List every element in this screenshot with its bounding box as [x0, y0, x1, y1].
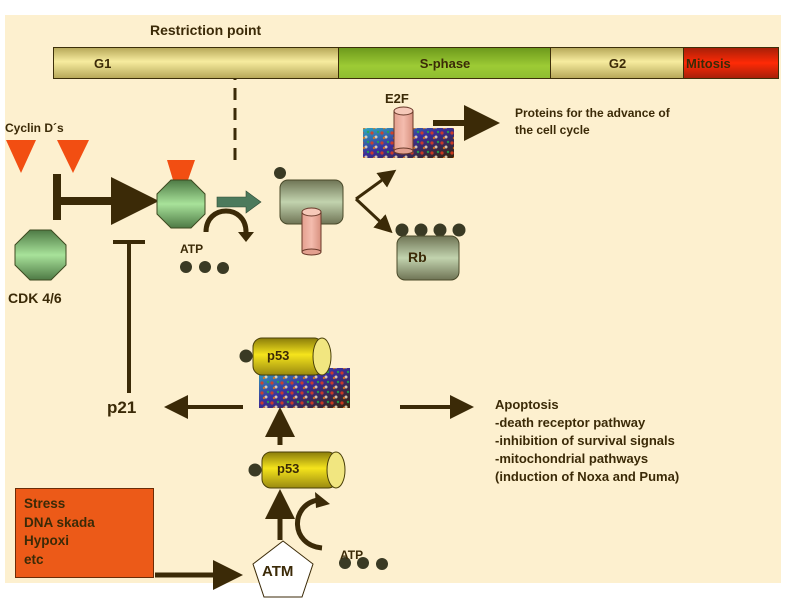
apoptosis-title: Apoptosis [495, 397, 559, 412]
phase-mitosis-label: Mitosis [686, 55, 731, 71]
p53-upper-cap [312, 337, 332, 376]
atm-curved-arrow [295, 497, 323, 551]
p21-label: p21 [107, 398, 137, 417]
atm-atp-dot [339, 557, 351, 569]
p53-lower-cylinder [261, 451, 338, 489]
cdk-octagon [14, 229, 67, 281]
apoptosis-item: (induction of Noxa and Puma) [495, 469, 680, 484]
cdk-label: CDK 4/6 [8, 290, 62, 306]
apoptosis-item: -inhibition of survival signals [495, 433, 675, 448]
e2f-cylinder-top [301, 207, 322, 217]
stress-line: etc [24, 551, 44, 567]
phase-g2-label: G2 [608, 55, 627, 71]
phase-mitosis: Mitosis [683, 47, 779, 79]
e2f-cylinder-bottom [301, 248, 322, 256]
cyclin-d-triangle [6, 140, 36, 173]
stress-line: Stress [24, 496, 66, 511]
p53-lower-phosphate-dot [248, 463, 262, 477]
atp-phosphate-dot [217, 262, 229, 274]
atp-phosphate-dot [199, 261, 211, 273]
proteins-line: the cell cycle [515, 123, 590, 137]
e2f-label: E2F [385, 91, 409, 106]
e2f-cylinder [301, 211, 322, 253]
stress-line: DNA skada [24, 514, 95, 530]
proteins-line: Proteins for the advance of [515, 106, 670, 120]
atp-curved-arrow [203, 208, 249, 233]
rb-phosphate-dot [452, 223, 466, 237]
e2f-bound-cylinder [393, 110, 414, 152]
p53-upper-label: p53 [267, 348, 290, 363]
stress-box: Stress DNA skada Hypoxi etc [15, 488, 154, 578]
phase-g1-label: G1 [94, 55, 112, 71]
atm-atp-dot [376, 558, 388, 570]
rb-phosphate-dot [395, 223, 409, 237]
e2f-bound-bottom [393, 147, 414, 155]
cyclin-d-triangle [57, 140, 89, 173]
cdk-complex-octagon [156, 179, 206, 229]
atm-atp-dot [357, 557, 369, 569]
atp-label-top: ATP [180, 242, 204, 256]
phase-g2: G2 [550, 47, 685, 79]
p53-lower-cap [326, 451, 346, 489]
atm-label: ATM [262, 563, 294, 580]
restriction-point-label: Restriction point [150, 22, 262, 38]
apoptosis-item: -death receptor pathway [495, 415, 646, 430]
phase-g1: G1 [53, 47, 340, 79]
p53-phosphate-dot [239, 349, 253, 363]
atp-phosphate-dot [180, 261, 192, 273]
p53-lower-label: p53 [277, 461, 300, 476]
proteins-text: Proteins for the advance of the cell cyc… [515, 105, 670, 139]
stress-line: Hypoxi [24, 533, 70, 548]
rb-label: Rb [408, 249, 427, 265]
cyclin-label: Cyclin D´s [5, 121, 64, 135]
apoptosis-text: Apoptosis -death receptor pathway -inhib… [495, 396, 679, 486]
apoptosis-item: -mitochondrial pathways [495, 451, 649, 466]
rb-phosphate-dot [414, 223, 428, 237]
e2f-bound-top [393, 106, 414, 116]
phosphate-dot [274, 167, 286, 179]
arrow-to-e2f [355, 169, 397, 201]
phase-s: S-phase [338, 47, 552, 79]
rb-phosphate-dot [433, 223, 447, 237]
phase-s-label: S-phase [419, 55, 471, 71]
atp-arrowhead [238, 232, 254, 242]
arrow-to-rb [354, 197, 393, 234]
atm-curved-arrowhead [315, 492, 330, 508]
binding-bar [53, 174, 61, 220]
atp-label-bottom: ATP [340, 548, 364, 562]
activation-arrow [216, 190, 262, 214]
rb-free-protein [396, 235, 460, 281]
cyclin-on-cdk [167, 160, 195, 180]
atm-pentagon [252, 540, 314, 598]
